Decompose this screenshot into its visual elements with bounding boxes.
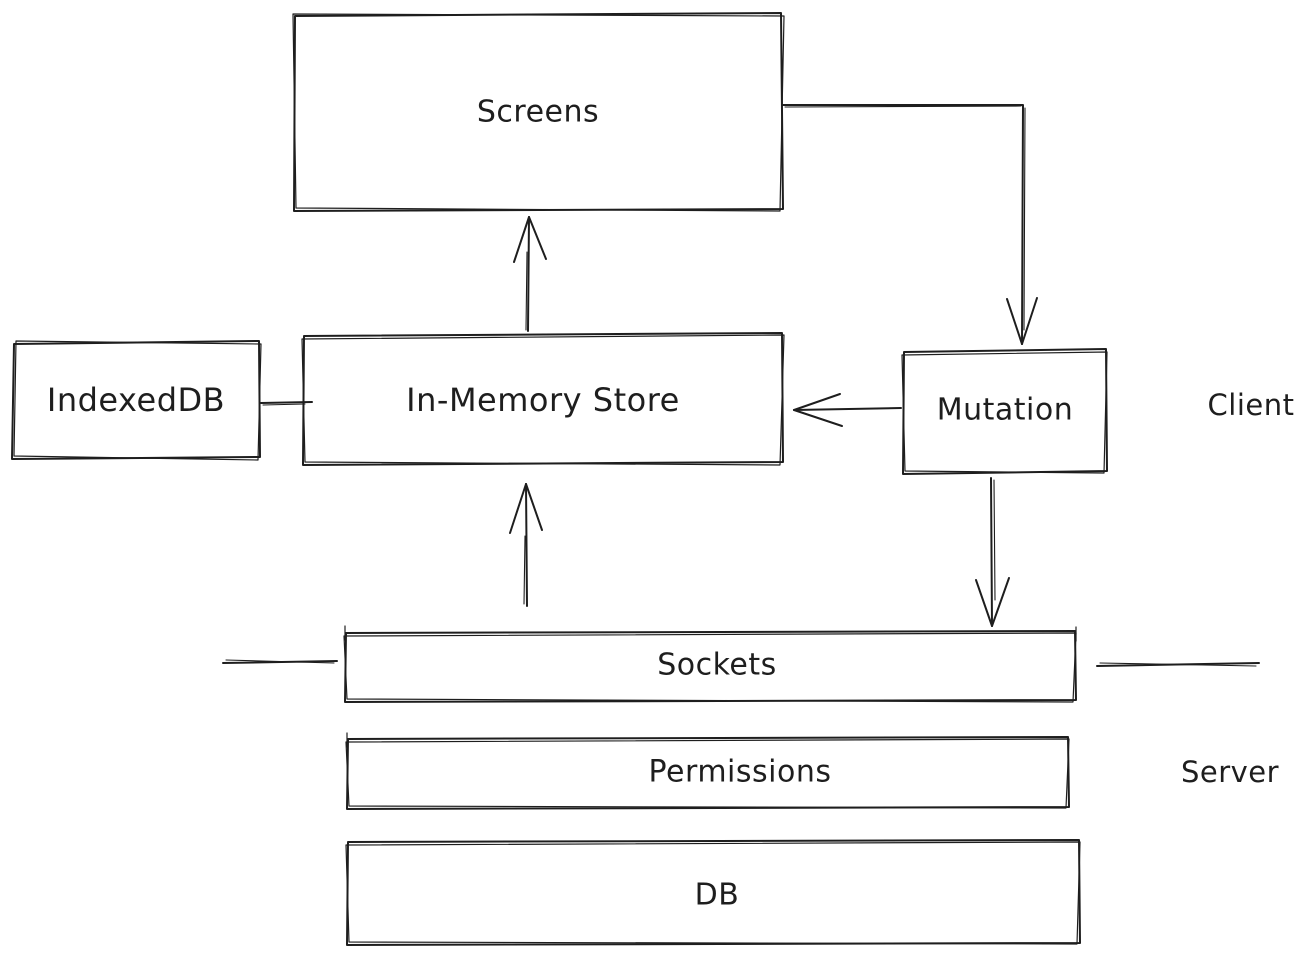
node-in-memory-store-label: In-Memory Store <box>406 381 680 419</box>
node-db-label: DB <box>694 877 740 913</box>
region-server-label: Server <box>1180 755 1280 789</box>
arrow-mutation-to-sockets <box>975 477 1010 627</box>
node-sockets-label: Sockets <box>657 647 777 683</box>
node-screens-label: Screens <box>476 94 600 130</box>
region-client-label: Client <box>1207 388 1295 422</box>
client-server-divider-left <box>222 659 338 664</box>
node-mutation-label: Mutation <box>936 392 1074 428</box>
node-indexeddb-shape <box>11 340 262 461</box>
client-server-divider-right <box>1096 662 1260 667</box>
node-screens-shape <box>292 12 785 212</box>
arrow-sockets-to-store <box>509 483 543 607</box>
arrow-store-to-screens <box>513 216 547 332</box>
node-sockets-shape <box>343 625 1077 703</box>
arrow-mutation-to-store <box>793 393 902 427</box>
node-in-memory-store-shape <box>301 332 785 466</box>
node-permissions-label: Permissions <box>648 754 832 790</box>
node-permissions-shape <box>345 732 1070 810</box>
arrow-screens-to-mutation <box>782 104 1038 345</box>
node-mutation-shape <box>901 348 1108 475</box>
line-indexeddb-to-store <box>260 401 313 406</box>
node-indexeddb-label: IndexedDB <box>46 381 226 419</box>
node-db-shape <box>345 839 1081 946</box>
